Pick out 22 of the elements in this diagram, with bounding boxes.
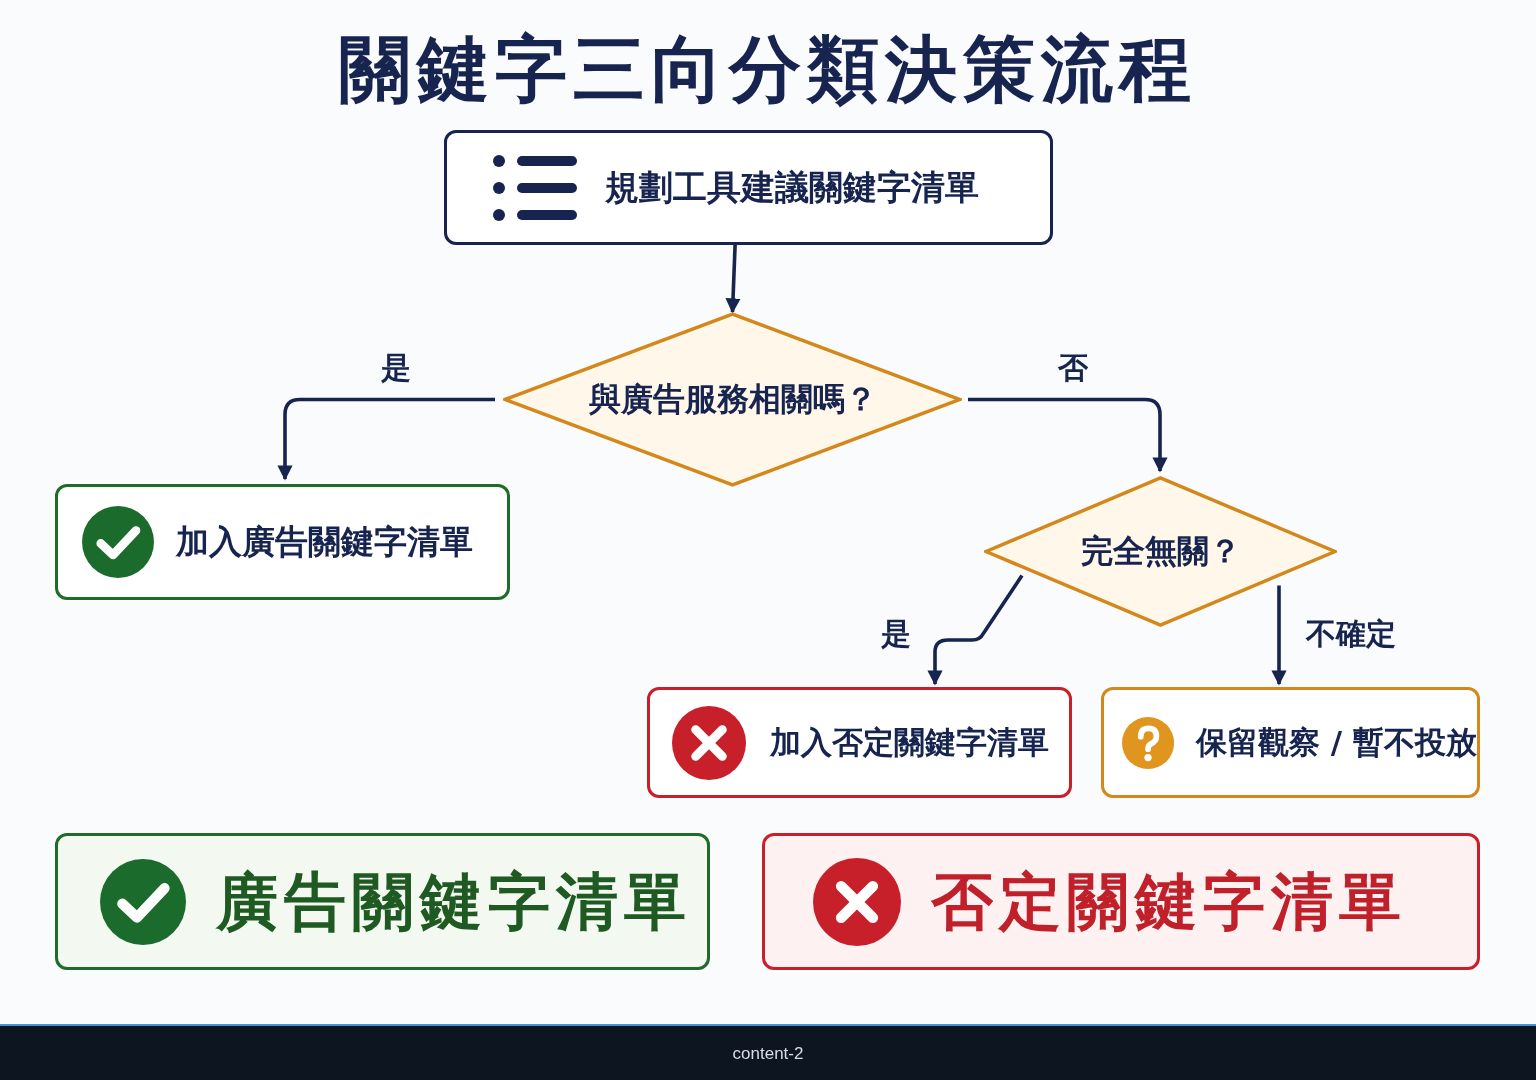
node-label: 規劃工具建議關鍵字清單 bbox=[605, 165, 979, 209]
decision-diamond bbox=[503, 312, 962, 487]
arrow bbox=[1271, 585, 1287, 686]
footer-text: content-2 bbox=[732, 1044, 804, 1064]
diagram-title: 關鍵字三向分類決策流程 bbox=[338, 26, 1198, 113]
list-panel bbox=[762, 833, 1480, 970]
arrow bbox=[277, 397, 495, 481]
node-label: 加入廣告關鍵字清單 bbox=[176, 520, 473, 563]
process-box bbox=[444, 130, 1053, 245]
node-label: 保留觀察 / 暫不投放 bbox=[1196, 722, 1477, 762]
arrow bbox=[927, 574, 1024, 686]
arrow bbox=[725, 244, 741, 314]
node-label: 與廣告服務相關嗎？ bbox=[588, 378, 877, 420]
result-box bbox=[1101, 687, 1480, 798]
node-label: 否定關鍵字清單 bbox=[931, 863, 1407, 940]
node-label: 加入否定關鍵字清單 bbox=[770, 722, 1049, 762]
result-box bbox=[55, 484, 510, 600]
list-panel bbox=[55, 833, 710, 970]
node-label: 完全無關？ bbox=[1080, 530, 1241, 572]
node-label: 廣告關鍵字清單 bbox=[216, 863, 692, 940]
result-box bbox=[647, 687, 1072, 798]
arrow bbox=[968, 397, 1168, 473]
